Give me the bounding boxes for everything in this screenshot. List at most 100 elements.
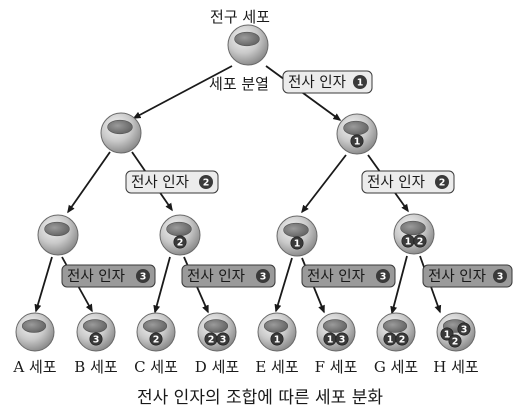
factor-3-mark: [89, 332, 103, 346]
cell-l2a: [37, 214, 79, 256]
factor-1-mark: [350, 134, 364, 148]
factor-1-mark-number: 1: [294, 238, 301, 249]
nucleus: [283, 222, 309, 238]
cell-l1: [100, 112, 142, 154]
factor-box-bg: [282, 70, 373, 94]
cell-leaf-c: 2: [136, 312, 176, 352]
factor-1-mark-number: 1: [444, 329, 451, 340]
arrow-c: [153, 256, 171, 314]
cell-leaf-e: 1: [257, 312, 297, 352]
cell-name-h: H 세포: [433, 358, 479, 376]
arrow-l1-left: [67, 151, 111, 214]
factor-2-mark: [149, 332, 163, 346]
factor-number: 3: [497, 272, 504, 283]
factor-number-circle: [353, 75, 367, 89]
factor-1-mark-number: 1: [354, 136, 361, 147]
factor-3-mark-number: 3: [93, 334, 100, 345]
arrow-a: [34, 256, 53, 313]
factor-3-mark-number: 3: [339, 334, 346, 345]
factor-number: 3: [380, 272, 387, 283]
factor-box-f3-b: 전사 인자 3: [181, 264, 276, 288]
diagram-caption: 전사 인자의 조합에 따른 세포 분화: [137, 388, 383, 408]
factor-2-mark-number: 2: [153, 334, 160, 345]
nucleus: [203, 319, 229, 333]
factor-1-mark-number: 1: [327, 334, 334, 345]
division-label: 세포 분열: [209, 75, 269, 93]
factor-box-label: 전사 인자: [288, 74, 346, 91]
factor-2-mark-number: 2: [399, 334, 406, 345]
arrow-r1-left: [301, 154, 347, 214]
factor-2-mark: [173, 235, 187, 249]
factor-box-bg: [181, 264, 276, 288]
factor-1-mark: [290, 236, 304, 250]
factor-number: 2: [203, 178, 210, 189]
nucleus: [343, 120, 369, 136]
cell-r2a: 1: [276, 215, 318, 257]
nucleus: [21, 319, 47, 333]
factor-number: 1: [357, 78, 364, 89]
cell-name-b: B 세포: [74, 358, 118, 376]
factor-box-label: 전사 인자: [428, 268, 486, 285]
cell-name-e: E 세포: [255, 358, 299, 376]
factor-box-f2-right: 전사 인자 2: [361, 170, 455, 194]
factor-box-bg: [361, 170, 455, 194]
factor-number-circle: [376, 269, 390, 283]
factor-1-mark: [270, 332, 284, 346]
factor-3-mark-number: 3: [220, 334, 227, 345]
factor-1-mark-number: 1: [387, 334, 394, 345]
cell-name-a: A 세포: [12, 358, 56, 376]
nucleus: [322, 319, 348, 333]
cell-names: A 세포 B 세포 C 세포 D 세포 E 세포 F 세포 G 세포 H 세포: [12, 358, 479, 376]
factor-1-mark-number: 1: [274, 334, 281, 345]
nucleus: [400, 220, 426, 236]
factor-2-mark: [413, 234, 427, 248]
nucleus: [82, 319, 108, 333]
arrow-root-left: [132, 65, 233, 119]
factor-number-circle: [493, 269, 507, 283]
factor-box-label: 전사 인자: [67, 268, 125, 285]
nucleus: [107, 119, 133, 135]
cell-name-d: D 세포: [195, 358, 240, 376]
factor-1-mark-number: 1: [405, 236, 412, 247]
factor-2-mark-number: 2: [452, 336, 459, 347]
factor-box-bg: [125, 170, 219, 194]
factor-number-circle: [435, 175, 449, 189]
factor-number-circle: [199, 175, 213, 189]
stem-cell-label: 전구 세포: [210, 8, 270, 26]
factor-number: 3: [140, 272, 147, 283]
arrow-g: [390, 255, 408, 315]
factor-box-f3-d: 전사 인자 3: [422, 264, 513, 288]
factor-2-mark-number: 2: [177, 237, 184, 248]
factor-2-mark: [448, 334, 462, 348]
cell-leaf-a: [15, 312, 55, 352]
factor-3-mark: [335, 332, 349, 346]
factor-number: 3: [260, 272, 267, 283]
factor-box-bg: [61, 264, 156, 288]
cell-name-g: G 세포: [374, 358, 419, 376]
factor-number-circle: [256, 269, 270, 283]
nucleus: [44, 221, 70, 237]
factor-box-f2-left: 전사 인자 2: [125, 170, 219, 194]
nucleus: [142, 319, 168, 333]
nucleus: [382, 319, 408, 333]
cell-l2b: 2: [159, 214, 201, 256]
nucleus: [263, 319, 289, 333]
factor-box-label: 전사 인자: [131, 174, 189, 191]
arrow-e: [274, 257, 293, 313]
factor-number: 2: [439, 178, 446, 189]
factor-number-circle: [136, 269, 150, 283]
cell-leaf-h: 123: [436, 312, 476, 352]
factor-2-mark-number: 2: [208, 334, 215, 345]
factor-box-label: 전사 인자: [187, 268, 245, 285]
factor-2-mark: [395, 332, 409, 346]
factor-box-bg: [301, 264, 396, 288]
nucleus: [166, 221, 192, 237]
factor-box-label: 전사 인자: [367, 174, 425, 191]
